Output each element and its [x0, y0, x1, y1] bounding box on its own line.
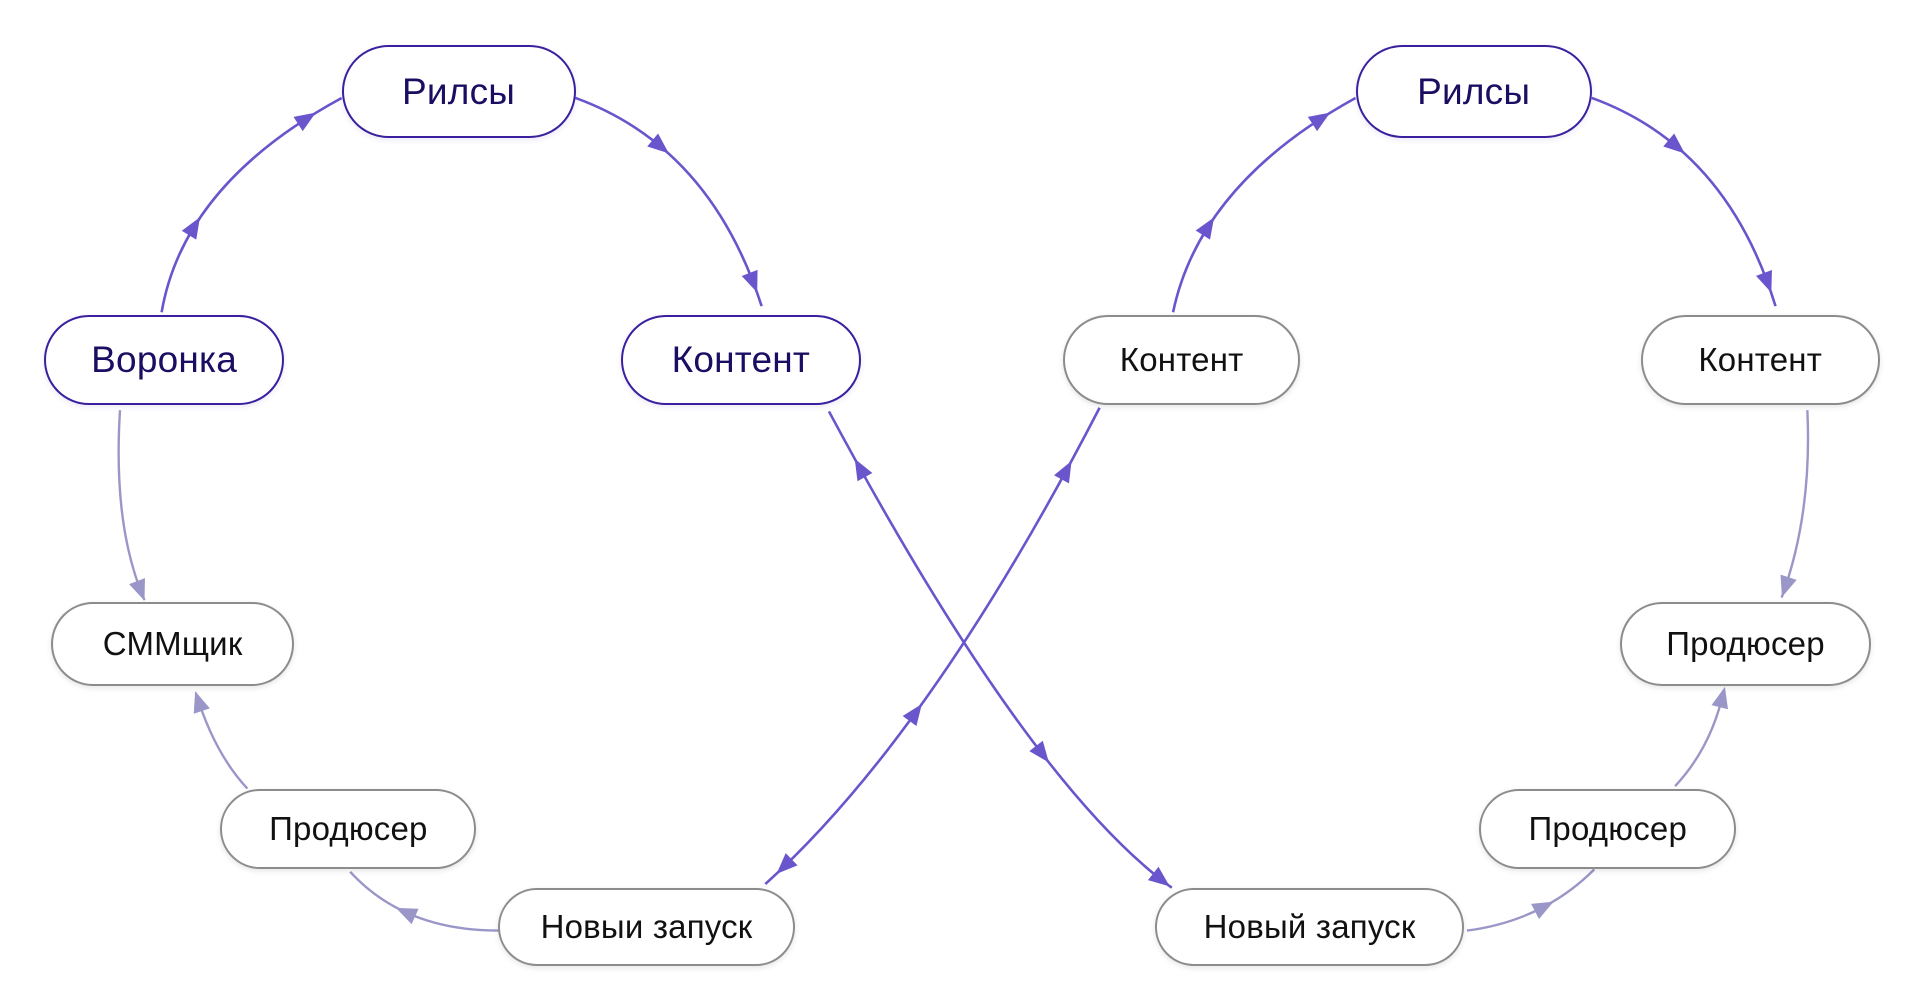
arrowhead-icon: [129, 578, 145, 601]
edge-launch_right-to-producer_right_b: [1466, 868, 1596, 932]
arrowhead-icon: [854, 458, 873, 482]
arrowhead-icon: [1054, 460, 1072, 484]
edge-content_right_b-to-producer_right_a: [1780, 410, 1810, 598]
arrowhead-icon: [193, 691, 210, 714]
edge-funnel_left-to-reels_left: [160, 96, 343, 313]
arrowhead-icon: [1531, 901, 1554, 919]
node-content-right-b[interactable]: Контент: [1640, 314, 1880, 406]
arrowhead-icon: [1711, 686, 1728, 710]
node-reels-left[interactable]: Рилсы: [341, 45, 576, 139]
arrowhead-icon: [1307, 112, 1331, 132]
edge-launch_left-to-content_right_a: [764, 407, 1101, 886]
edge-reels_right-to-content_right_b: [1591, 96, 1777, 307]
arrowhead-icon: [1147, 866, 1170, 887]
node-content-right-a[interactable]: Контент: [1062, 314, 1301, 406]
arrowhead-icon: [902, 703, 922, 726]
arrowhead-icon: [1195, 217, 1215, 240]
arrowhead-icon: [1029, 740, 1049, 763]
arrowhead-icon: [1756, 269, 1772, 293]
arrowhead-icon: [395, 907, 419, 925]
node-producer-right-b[interactable]: Продюсер: [1479, 788, 1737, 870]
arrowhead-icon: [1780, 574, 1797, 598]
edge-content_left-to-launch_right: [827, 410, 1173, 889]
arrowhead-icon: [776, 853, 798, 874]
arrowhead-icon: [293, 112, 316, 132]
arrowhead-icon: [647, 133, 669, 154]
node-producer-left[interactable]: Продюсер: [220, 788, 477, 870]
node-producer-right-a[interactable]: Продюсер: [1620, 602, 1872, 686]
edge-funnel_left-to-smm_left: [117, 410, 146, 601]
node-content-left[interactable]: Контент: [620, 314, 861, 406]
node-funnel-left[interactable]: Воронка: [44, 314, 285, 406]
arrowhead-icon: [741, 269, 758, 293]
node-new-launch-left[interactable]: Новыи запуск: [498, 887, 795, 967]
node-reels-right[interactable]: Рилсы: [1355, 45, 1592, 139]
edge-content_right_a-to-reels_right: [1171, 96, 1357, 313]
node-smm-left[interactable]: СММщик: [51, 602, 294, 686]
arrowhead-icon: [1663, 133, 1685, 154]
node-new-launch-right[interactable]: Новый запуск: [1154, 887, 1465, 967]
edge-reels_left-to-content_left: [575, 96, 763, 307]
edge-launch_left-to-producer_left: [349, 871, 499, 932]
arrowhead-icon: [181, 217, 200, 240]
